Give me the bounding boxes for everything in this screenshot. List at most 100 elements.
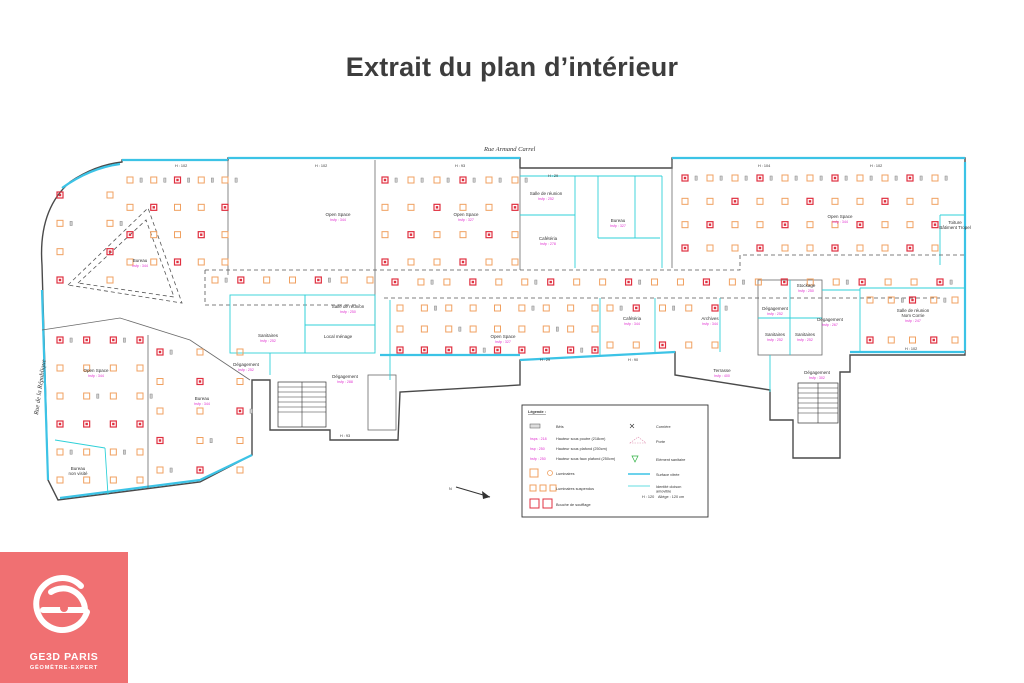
room-height: hsfp : 252 bbox=[238, 368, 254, 372]
room-label: Open Space bbox=[83, 368, 109, 373]
luminaire-symbol bbox=[881, 244, 889, 252]
luminaire-symbol bbox=[126, 176, 134, 184]
height-marker: H : 29 bbox=[548, 174, 558, 178]
luminaire-symbol bbox=[237, 276, 245, 284]
luminaire-symbol bbox=[83, 476, 91, 484]
luminaire-symbol bbox=[731, 174, 739, 182]
luminaire-symbol bbox=[197, 176, 205, 184]
height-marker: H : 102 bbox=[870, 164, 882, 168]
luminaire-symbol bbox=[136, 364, 144, 372]
luminaire-symbol bbox=[56, 476, 64, 484]
luminaire-symbol bbox=[685, 304, 693, 312]
luminaire-symbol bbox=[435, 206, 439, 209]
height-marker: H : 90 bbox=[628, 358, 638, 362]
beam-symbol bbox=[430, 279, 434, 285]
luminaire-symbol bbox=[83, 336, 91, 344]
luminaire-symbol bbox=[520, 348, 524, 352]
legend-box bbox=[521, 404, 709, 518]
north-label: N bbox=[449, 487, 452, 491]
luminaire-symbol bbox=[156, 378, 164, 385]
luminaire-symbol bbox=[156, 466, 164, 474]
luminaire-symbol bbox=[136, 420, 144, 428]
room-height: hsfp : 278 bbox=[540, 242, 556, 246]
luminaire-symbol bbox=[831, 174, 839, 182]
luminaire-symbol bbox=[756, 197, 764, 205]
luminaire-symbol bbox=[138, 338, 142, 342]
luminaire-symbol bbox=[289, 276, 296, 284]
luminaire-symbol bbox=[487, 233, 491, 236]
luminaire-symbol bbox=[681, 197, 689, 205]
luminaire-symbol bbox=[420, 304, 428, 312]
luminaire-symbol bbox=[683, 246, 687, 250]
luminaire-symbol bbox=[197, 203, 205, 211]
luminaire-symbol bbox=[238, 409, 242, 413]
stairs-east bbox=[797, 382, 839, 424]
luminaire-symbol bbox=[469, 304, 477, 312]
luminaire-symbol bbox=[381, 258, 389, 266]
luminaire-symbol bbox=[806, 278, 814, 286]
luminaire-symbol bbox=[174, 231, 181, 239]
luminaire-symbol bbox=[109, 392, 117, 400]
room-height: hsfp : 252 bbox=[767, 312, 783, 316]
luminaire-symbol bbox=[398, 348, 402, 352]
luminaire-symbol bbox=[150, 231, 158, 239]
room-label: Dégagement bbox=[817, 317, 844, 322]
luminaire-symbol bbox=[236, 407, 244, 415]
room-height: hsfp : 344 bbox=[88, 374, 104, 378]
beam-symbol bbox=[211, 177, 214, 183]
luminaire-symbol bbox=[383, 260, 387, 264]
luminaire-symbol bbox=[156, 436, 164, 445]
luminaire-symbol bbox=[56, 364, 64, 372]
beam-symbol bbox=[719, 175, 723, 181]
room-label: Local ménage bbox=[324, 334, 353, 339]
beam-symbol bbox=[69, 449, 73, 455]
luminaire-symbol bbox=[908, 296, 917, 304]
luminaire-symbol bbox=[150, 176, 158, 184]
beam-symbol bbox=[901, 297, 904, 303]
facade-south bbox=[380, 350, 965, 362]
luminaire-symbol bbox=[445, 325, 453, 333]
luminaire-symbol bbox=[833, 176, 837, 180]
luminaire-symbol bbox=[381, 231, 389, 239]
luminaire-symbol bbox=[176, 260, 179, 264]
luminaire-symbol bbox=[783, 223, 787, 226]
room-label: Bureau bbox=[611, 218, 626, 223]
luminaire-symbol bbox=[58, 422, 62, 426]
luminaire-symbol bbox=[711, 304, 719, 312]
luminaire-symbol bbox=[713, 306, 717, 310]
room-label: Cafétéria bbox=[539, 236, 558, 241]
beam-symbol bbox=[844, 175, 848, 181]
luminaire-symbol bbox=[461, 260, 465, 264]
luminaire-symbol bbox=[58, 278, 62, 282]
beam-symbol bbox=[742, 279, 745, 285]
luminaire-symbol bbox=[469, 278, 477, 286]
building-outline bbox=[40, 156, 967, 501]
luminaire-symbol bbox=[58, 338, 62, 342]
room-height: hsfp : 344 bbox=[624, 322, 640, 326]
luminaire-symbol bbox=[549, 280, 552, 284]
luminaire-symbol bbox=[109, 364, 117, 372]
luminaire-symbol bbox=[158, 350, 162, 354]
height-marker: H : 104 bbox=[758, 164, 770, 168]
beam-symbol bbox=[123, 449, 126, 455]
beam-symbol bbox=[249, 408, 253, 414]
luminaire-symbol bbox=[754, 278, 762, 286]
luminaire-symbol bbox=[493, 346, 502, 354]
room-label: non visité bbox=[68, 471, 88, 476]
luminaire-symbol bbox=[781, 197, 789, 205]
room-label: Bureau bbox=[71, 466, 86, 471]
luminaire-symbol bbox=[881, 221, 889, 229]
luminaire-symbol bbox=[461, 178, 465, 182]
luminaire-symbol bbox=[731, 244, 739, 252]
luminaire-symbol bbox=[708, 223, 712, 226]
luminaire-symbol bbox=[547, 278, 555, 286]
luminaire-symbol bbox=[887, 336, 895, 344]
luminaire-symbol bbox=[593, 348, 597, 352]
luminaire-symbol bbox=[908, 176, 912, 180]
luminaire-symbol bbox=[197, 258, 205, 266]
luminaire-symbol bbox=[445, 304, 453, 312]
luminaire-symbol bbox=[856, 221, 864, 229]
beam-symbol bbox=[472, 177, 476, 183]
luminaire-symbol bbox=[542, 346, 550, 354]
luminaire-symbol bbox=[420, 346, 428, 354]
